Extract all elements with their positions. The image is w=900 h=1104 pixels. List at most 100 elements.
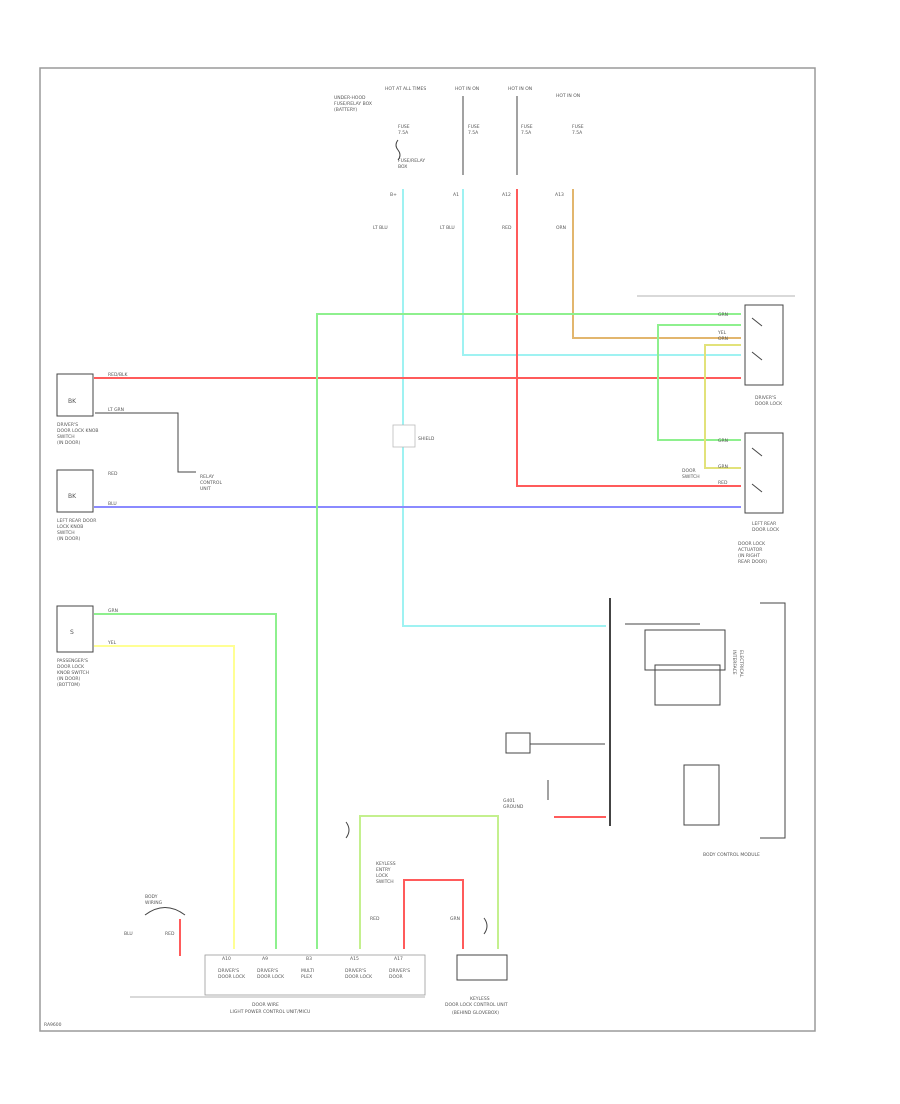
top-pin-4: A13 bbox=[555, 192, 564, 198]
conn-2-label-2: SWITCH bbox=[57, 530, 75, 536]
source-1-sub-0: UNDER-HOOD bbox=[334, 95, 366, 101]
conn-3-body bbox=[56, 605, 94, 653]
bottom-connector-strip: DOOR WIRE LIGHT POWER CONTROL UNIT/MICU … bbox=[130, 954, 426, 1015]
fuse-4-rating: 7.5A bbox=[572, 130, 583, 136]
source-1-sub-1: FUSE/RELAY BOX bbox=[334, 101, 372, 107]
body-wiring-label-1: WIRING bbox=[145, 900, 163, 906]
relay-2-sub-1: ACTUATOR bbox=[738, 547, 762, 553]
driver-door-lock-knob-switch: BK RED/BLK LT GRN DRIVER'S DOOR LOCK KNO… bbox=[56, 372, 129, 446]
wire-yellow-passenger bbox=[94, 645, 235, 949]
conn-1-pin-1: RED/BLK bbox=[108, 372, 129, 378]
conn-1-label-3: (IN DOOR) bbox=[57, 440, 81, 446]
module-sub-1: INTERFACE bbox=[731, 650, 737, 675]
relay-2-label-0: LEFT REAR bbox=[752, 521, 776, 527]
relay-1-body bbox=[744, 304, 784, 386]
fuse-4-name: FUSE bbox=[572, 124, 584, 130]
module-inner-box-2 bbox=[654, 664, 721, 706]
block-title-1: DRIVER'S bbox=[218, 968, 239, 974]
driver-door-lock-relay: DRIVER'S DOOR LOCK bbox=[637, 295, 795, 407]
conn-2-label-0: LEFT REAR DOOR bbox=[57, 518, 96, 524]
relay-1-contact-1 bbox=[751, 317, 763, 361]
block-title-3: MULTI bbox=[301, 968, 314, 974]
module-inner-box-3 bbox=[683, 764, 720, 826]
rear-door-lock-relay: LEFT REAR DOOR LOCK DOOR LOCK ACTUATOR (… bbox=[738, 432, 784, 565]
conn-2-pin-1: RED bbox=[108, 471, 118, 477]
right-pin-1: GRN bbox=[718, 312, 728, 318]
top-pin-3: A12 bbox=[502, 192, 511, 198]
lock-label-1: ENTRY bbox=[376, 867, 391, 873]
fuse-3-name: FUSE bbox=[521, 124, 533, 130]
top-pin-1: B+ bbox=[390, 192, 397, 198]
relay-2-sub-0: DOOR LOCK bbox=[738, 541, 766, 547]
conn-3-label-4: (BOTTOM) bbox=[57, 682, 80, 688]
conn-1-pin-2: LT GRN bbox=[108, 407, 124, 413]
block-title-5: DRIVER'S bbox=[389, 968, 410, 974]
conn-3-label-1: DOOR LOCK bbox=[57, 664, 85, 670]
relay-2-contact bbox=[751, 447, 763, 493]
module-label: BODY CONTROL MODULE bbox=[703, 852, 760, 858]
wire-yellow-right bbox=[704, 344, 741, 469]
relay-1-label-0: DRIVER'S bbox=[755, 395, 776, 401]
relay-2-label-1: DOOR LOCK bbox=[752, 527, 780, 533]
block-pin-5: A17 bbox=[394, 956, 403, 962]
wire-green-loop bbox=[657, 324, 741, 441]
source-2-title: HOT IN ON bbox=[455, 86, 479, 92]
block-pin-4: A15 bbox=[350, 956, 359, 962]
body-wiring-arc bbox=[144, 907, 186, 916]
wire-green-long bbox=[316, 313, 741, 949]
passenger-door-lock-knob-switch: S GRN YEL PASSENGER'S DOOR LOCK KNOB SWI… bbox=[56, 605, 118, 688]
module-sub-0: ELECTRICAL bbox=[738, 650, 744, 678]
strip-label: DOOR WIRE bbox=[252, 1002, 279, 1008]
rear-door-lock-knob-switch: BK RED BLU LEFT REAR DOOR LOCK KNOB SWIT… bbox=[56, 469, 118, 542]
conn-2-label-3: (IN DOOR) bbox=[57, 536, 81, 542]
control-unit-sub: (BEHIND GLOVEBOX) bbox=[452, 1010, 499, 1016]
junction-label-0: RELAY bbox=[200, 474, 214, 480]
keyless-receiver bbox=[505, 732, 531, 754]
block-title-4: DRIVER'S bbox=[345, 968, 366, 974]
right-pin-5: ORN bbox=[718, 336, 728, 342]
relay-2-sub-3: REAR DOOR) bbox=[738, 559, 767, 565]
power-source-2: HOT IN ON FUSE 7.5A bbox=[455, 86, 480, 175]
conn-1-label-0: DRIVER'S bbox=[57, 422, 78, 428]
control-unit-label-0: KEYLESS bbox=[470, 996, 490, 1002]
diagram-border bbox=[39, 67, 816, 1032]
source-1-sub-2: (BATTERY) bbox=[334, 107, 357, 113]
conn-3-symbol: S bbox=[70, 629, 74, 636]
strip-sub: LIGHT POWER CONTROL UNIT/MICU bbox=[230, 1009, 310, 1015]
block-sub-2: DOOR LOCK bbox=[257, 974, 285, 980]
door-switch-label-1: SWITCH bbox=[682, 474, 700, 480]
fuse-1-sub-0: FUSE/RELAY bbox=[398, 158, 425, 164]
wire-red-bottom bbox=[403, 879, 464, 949]
fuse-1-symbol bbox=[395, 139, 401, 161]
body-wiring-label-0: BODY bbox=[145, 894, 158, 900]
wire-black-rc bbox=[95, 412, 196, 473]
lock-pin-2: GRN bbox=[450, 916, 460, 922]
fuse-1-rating: 7.5A bbox=[398, 130, 409, 136]
right-pin-6: GRN bbox=[718, 464, 728, 470]
body-control-module: BODY CONTROL MODULE ELECTRICAL INTERFACE bbox=[609, 598, 786, 858]
ground-label-1: GROUND bbox=[503, 804, 524, 810]
conn-1-label-2: SWITCH bbox=[57, 434, 75, 440]
lock-switch-arc bbox=[345, 821, 350, 839]
block-sub-4: DOOR LOCK bbox=[345, 974, 373, 980]
junction-label-1: CONTROL bbox=[200, 480, 222, 486]
block-sub-3: PLEX bbox=[301, 974, 312, 980]
corner-code: RA9600 bbox=[44, 1022, 62, 1028]
top-wire-label-3: RED bbox=[502, 225, 512, 231]
source-3-title: HOT IN ON bbox=[508, 86, 532, 92]
power-source-1: HOT AT ALL TIMES UNDER-HOOD FUSE/RELAY B… bbox=[334, 86, 426, 170]
fuse-1-sub-1: BOX bbox=[398, 164, 407, 170]
junction-label-2: UNIT bbox=[200, 486, 211, 492]
conn-2-body bbox=[56, 469, 94, 513]
module-inner-box-1 bbox=[644, 629, 726, 671]
control-unit-arc bbox=[483, 917, 488, 935]
wire-red-a12 bbox=[516, 189, 741, 487]
body-wiring-connector: BODY WIRING RED BLU bbox=[124, 894, 186, 937]
control-unit-body bbox=[456, 954, 508, 981]
source-4-title: HOT IN ON bbox=[556, 93, 580, 99]
conn-1-label-1: DOOR LOCK KNOB bbox=[57, 428, 98, 434]
strip-bracket bbox=[204, 954, 426, 996]
top-wire-label-2: LT BLU bbox=[440, 225, 455, 231]
block-title-2: DRIVER'S bbox=[257, 968, 278, 974]
